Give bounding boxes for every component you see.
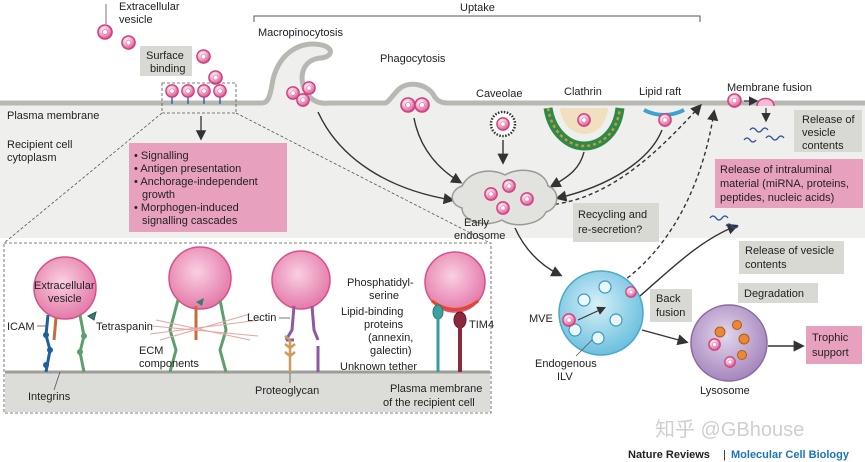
lectin-label: Lectin [247,312,276,324]
footer-subjournal: Molecular Cell Biology [731,449,850,461]
inset-panel [3,242,492,414]
uptake-bracket [253,15,701,22]
back-fusion-box [650,289,692,322]
fusion-pore [756,97,775,107]
mve-release-arrow [639,223,739,297]
recipient-cell-cytoplasm-label: Recipient cell cytoplasm [7,139,75,164]
surface-binding-label: Surface binding [146,50,187,75]
early-endosome [451,169,558,226]
recycling-label: Recycling and re-secretion? [578,209,650,236]
signalling-item: • Antigen presentation [134,163,241,175]
phagocytosis-label: Phagocytosis [380,53,446,65]
signalling-item: • Signalling [134,150,189,162]
unknown-tether-label: Unknown tether [340,361,417,373]
signalling-item: growth [142,189,175,201]
integrins-leader [53,371,61,391]
membrane-fusion-label: Membrane fusion [727,82,812,94]
surface-binding-box [140,46,192,76]
caveola [489,110,517,138]
footer-separator: | [723,449,726,461]
phagocytosed-vesicle [400,97,416,113]
release-vesicle-contents-2-label: Release of vesicle contents [745,245,837,271]
release-vesicle-contents-2-box [739,241,844,274]
tetraspanin-label: Tetraspanin [96,321,153,333]
inset-vesicle-1 [33,256,97,373]
lipid-binding-proteins-label: Lipid-binding proteins (annexin, galecti… [341,306,416,357]
fusing-vesicle [727,93,742,108]
clathrin-label: Clathrin [564,86,602,98]
ilv-leader [575,339,593,357]
lipid-raft-label: Lipid raft [639,86,681,98]
free-vesicle [121,35,136,50]
recycling-box [573,203,659,242]
clathrin-pit [543,107,625,151]
inset-extracellular-vesicle-label: Extracellular vesicle [34,280,98,305]
extracellular-vesicle-label: Extracellular vesicle [119,1,183,26]
release-intraluminal-label: Release of intraluminal material (miRNA,… [720,164,852,204]
endosome-to-mve-arrow [514,227,563,277]
signalling-item: signalling cascades [142,215,238,227]
released-rna-2 [709,215,739,229]
inset-vesicle-2 [149,246,261,373]
uptake-label: Uptake [460,2,495,14]
inset-vesicle-4 [424,251,486,372]
recycling-arrows [547,103,719,291]
lysosome [690,304,768,382]
signalling-list: • Signalling • Antigen presentation • An… [134,150,258,227]
zoom-line-left [3,112,163,244]
ecm-components-label: ECM components [139,345,199,370]
early-endosome-label: Early endosome [454,217,505,242]
tim4-label: TIM4 [469,319,494,331]
mve-label: MVE [529,313,553,325]
trophic-support-box [806,326,862,364]
inset-vesicle-3 [271,250,331,372]
uptake-arrows [317,111,663,205]
release-vesicle-contents-label: Release of vesicle contents [802,114,858,152]
release-intraluminal-box [715,159,863,208]
degradation-box [738,283,818,303]
free-vesicle [196,49,211,64]
caveolae-label: Caveolae [476,88,522,100]
icam-label: ICAM [7,321,35,333]
trophic-support-label: Trophic support [812,332,851,359]
free-vesicle [97,24,113,40]
degradation-label: Degradation [744,288,804,300]
mve [558,270,644,356]
surface-bound-vesicles [161,82,237,114]
mve-to-lysosome-arrow [641,329,689,346]
signalling-item: • Morphogen-induced [134,202,239,214]
phagocytosed-vesicle [414,97,430,113]
zoom-line-right [235,112,491,244]
phosphatidylserine-label: Phosphatidyl- serine [347,277,417,302]
footer-journal: Nature Reviews [628,449,710,461]
plasma-membrane-label: Plasma membrane [7,110,99,122]
integrins-label: Integrins [28,391,71,403]
watermark: 知乎 @GBhouse [655,418,804,441]
macropinocytosis-label: Macropinocytosis [258,27,343,39]
lipid-raft-vesicle [658,113,672,127]
release-vesicle-contents-box [794,110,862,152]
proteoglycan-label: Proteoglycan [255,385,319,397]
signalling-item: • Anchorage-independent [134,176,258,188]
back-fusion-label: Back fusion [656,293,685,319]
free-vesicle [208,70,223,85]
inset-plasma-membrane-label: Plasma membrane of the recipient cell [383,383,485,409]
lysosome-label: Lysosome [700,385,750,397]
released-rna [743,127,785,143]
endogenous-ilv-label: Endogenous ILV [535,358,600,383]
signalling-box [129,143,287,232]
